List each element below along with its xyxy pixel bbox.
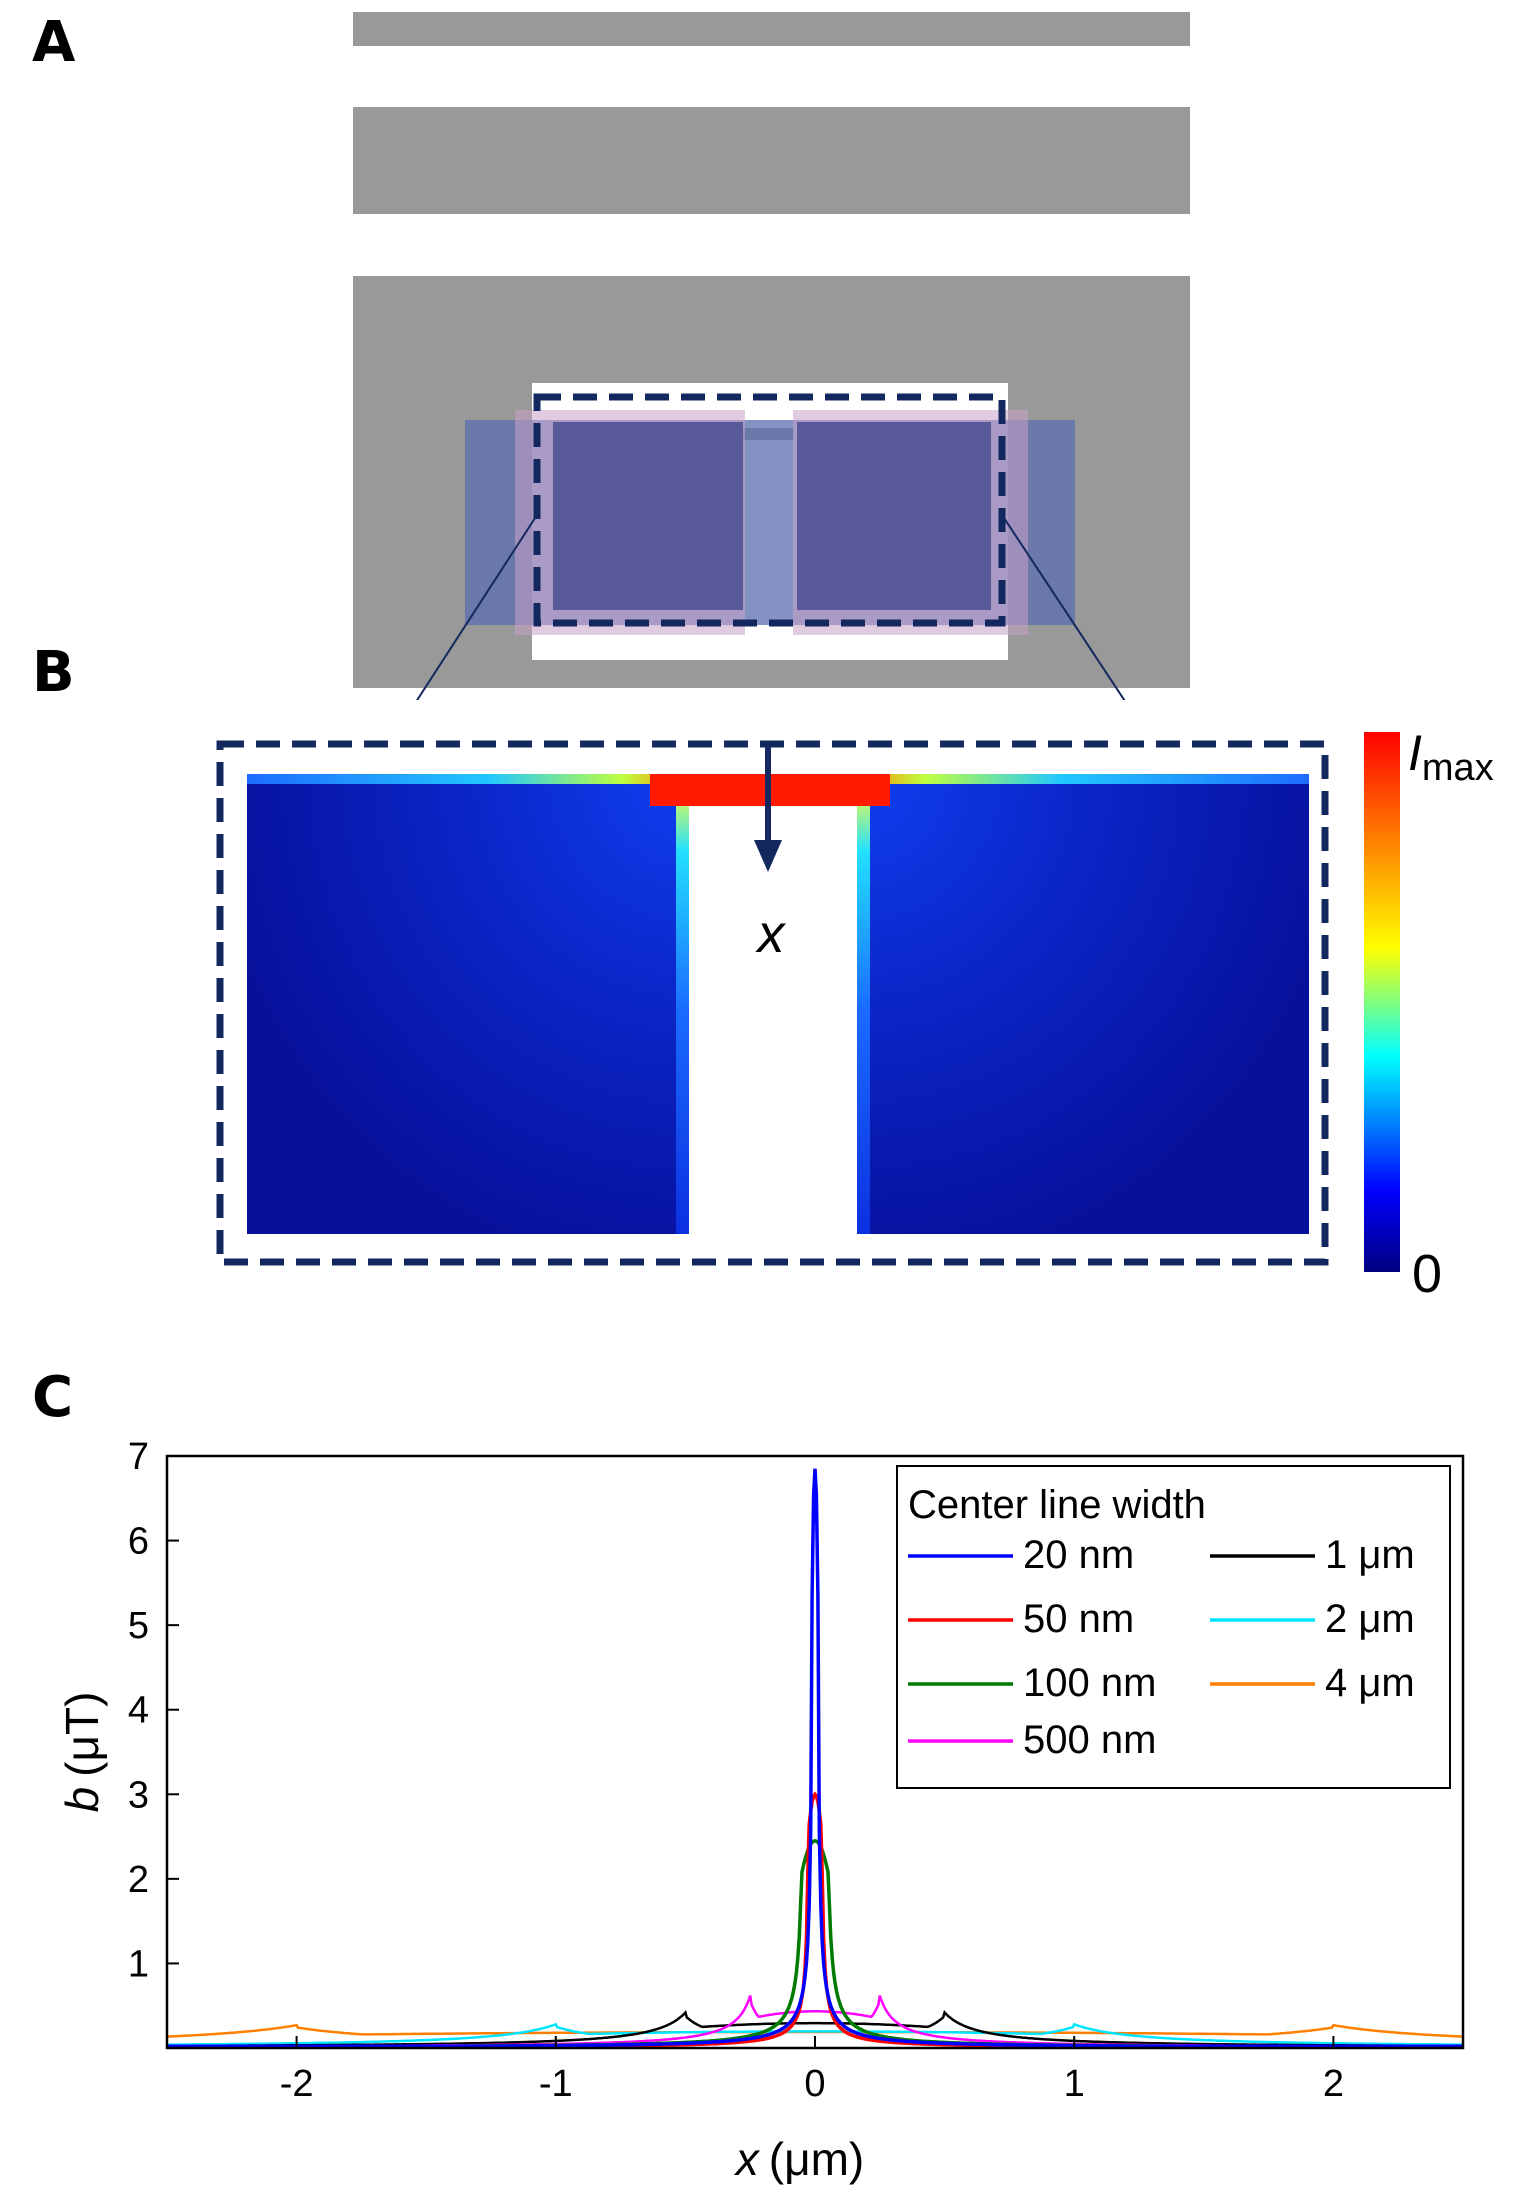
y-tick-label-0: 1 [128,1943,149,1985]
zoom-line-right [1001,514,1126,700]
zoom-frame [216,740,1329,1266]
right-pad [797,422,991,610]
right-region [857,774,1309,1234]
legend-label-4: 1 μm [1325,1533,1415,1577]
left-top-edge [247,774,689,784]
x-tick-label-1: -1 [539,2063,573,2105]
left-inner-edge [676,784,689,1234]
x-tick-label-0: -2 [280,2063,314,2105]
series-line-2 [167,1838,1463,2049]
ticks-layer: -2 -1 0 1 2 1 2 3 4 5 6 7 [128,1436,1344,2105]
x-tick-label-3: 1 [1064,2063,1085,2105]
left-pad [553,422,743,610]
left-region [247,774,689,1234]
series-line-5 [167,2022,1463,2046]
x-axis-label: x(μm) [734,2133,864,2185]
y-tick-label-3: 4 [128,1690,149,1732]
y-tick-label-4: 5 [128,1605,149,1647]
field-profile-chart: -2 -1 0 1 2 1 2 3 4 5 6 7 x(μm) b(μT) Center line w… [56,1436,1465,2185]
legend: Center line width 20 nm 50 nm 100 nm 500 nm… [896,1465,1451,1789]
arrow-label: x [755,904,787,964]
panel-label-b: B [32,640,75,705]
legend-label-2: 100 nm [1023,1661,1156,1705]
legend-title: Center line width [908,1483,1206,1527]
right-top-edge [857,774,1309,784]
legend-label-0: 20 nm [1023,1533,1134,1577]
gap [695,806,851,1236]
x-arrow-head [754,840,782,872]
zoom-region-box [533,393,1006,627]
top-thin-bar [353,12,1190,46]
colorbar-top-label: Imax [1408,725,1494,789]
zoom-line-left [416,514,538,700]
current-density-map: x Imax 0 [216,725,1494,1304]
panel-label-c: C [32,1365,74,1430]
legend-label-5: 2 μm [1325,1597,1415,1641]
middle-bar [353,107,1190,214]
series-line-0 [167,1468,1463,2049]
y-axis-label: b(μT) [56,1692,108,1813]
legend-label-6: 4 μm [1325,1661,1415,1705]
legend-label-3: 500 nm [1023,1718,1156,1762]
colorbar-bottom-label: 0 [1412,1244,1442,1304]
legend-box [896,1465,1451,1789]
series-layer [166,1468,1464,2049]
panel-label-a: A [32,10,76,75]
series-line-1 [167,1791,1463,2049]
y-tick-label-1: 2 [128,1859,149,1901]
right-inner-edge [857,784,870,1234]
device-layout-diagram [353,12,1190,700]
legend-label-1: 50 nm [1023,1597,1134,1641]
y-tick-label-2: 3 [128,1774,149,1816]
x-tick-label-4: 2 [1323,2063,1344,2105]
colorbar [1364,732,1400,1272]
y-tick-label-5: 6 [128,1521,149,1563]
y-tick-label-6: 7 [128,1436,149,1478]
x-tick-label-2: 0 [804,2063,825,2105]
